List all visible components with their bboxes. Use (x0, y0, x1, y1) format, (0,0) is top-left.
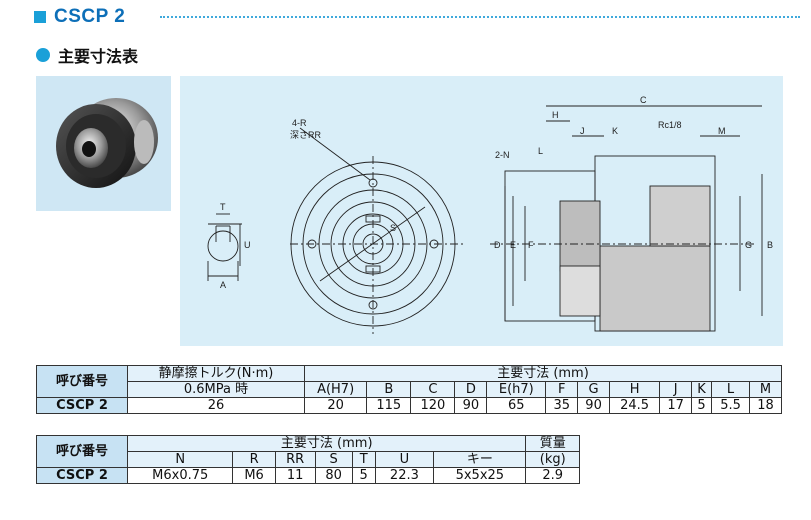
t2-cell: 80 (314, 467, 353, 484)
label-b: B (767, 240, 773, 250)
t1-dims-header: 主要寸法 (mm) (303, 365, 783, 382)
t2-cell: 11 (274, 467, 316, 484)
label-m: M (718, 126, 726, 136)
t1-col-header: K (691, 381, 713, 398)
spec-table-1: 呼び番号 静摩擦トルク(N·m) 主要寸法 (mm) 0.6MPa 時 A(H7… (36, 365, 783, 414)
t1-name-header: 呼び番号 (36, 365, 128, 398)
header-divider (160, 16, 800, 18)
t2-cell: 22.3 (374, 467, 435, 484)
label-h: H (552, 110, 559, 120)
t2-mass-header-2: (kg) (525, 451, 580, 468)
t1-cell: 90 (577, 397, 610, 414)
t1-cell: 24.5 (608, 397, 661, 414)
table-row: CSCP 2 M6x0.75 M6 11 80 5 22.3 5x5x25 2.… (36, 467, 580, 484)
label-a: A (220, 280, 226, 290)
t1-col-header: F (545, 381, 579, 398)
label-rr: 深さRR (290, 130, 321, 140)
t1-cell: 35 (545, 397, 579, 414)
t1-torque-sub: 0.6MPa 時 (127, 381, 305, 398)
t1-cell: 65 (486, 397, 547, 414)
label-c: C (640, 95, 647, 105)
spec-table-2: 呼び番号 主要寸法 (mm) 質量 N R RR S T U キー (kg) C… (36, 435, 580, 484)
t1-col-header: E(h7) (486, 381, 547, 398)
t1-cell: 18 (749, 397, 782, 414)
t1-col-header: A(H7) (303, 381, 368, 398)
label-rc: Rc1/8 (658, 120, 682, 130)
t1-col-header: H (608, 381, 661, 398)
t1-cell: 5 (691, 397, 713, 414)
t2-col-header: RR (274, 451, 316, 468)
dimension-drawing: 4-R 深さRR T U A S 2-N C H J K L Rc1/8 M D… (180, 76, 783, 346)
t1-cell: 115 (366, 397, 412, 414)
label-f: F (528, 240, 534, 250)
t2-cell: M6x0.75 (126, 467, 234, 484)
t1-col-header: B (366, 381, 412, 398)
label-l: L (538, 146, 543, 156)
table-row: CSCP 2 26 20 115 120 90 65 35 90 24.5 17… (36, 397, 782, 414)
t2-cell: M6 (232, 467, 276, 484)
t1-torque-header: 静摩擦トルク(N·m) (127, 365, 305, 382)
label-k: K (612, 126, 618, 136)
t2-mass-header-1: 質量 (525, 435, 580, 452)
t2-col-header: U (374, 451, 435, 468)
t2-col-header: R (232, 451, 276, 468)
t2-cell: 5x5x25 (433, 467, 527, 484)
t1-col-header: D (454, 381, 488, 398)
t1-col-header: G (577, 381, 610, 398)
t2-col-header: S (314, 451, 353, 468)
section-heading: 主要寸法表 (36, 43, 138, 67)
section-title: 主要寸法表 (58, 47, 139, 66)
t2-name-header: 呼び番号 (36, 435, 128, 468)
t2-row-name: CSCP 2 (36, 467, 128, 484)
t1-col-header: C (410, 381, 456, 398)
t1-col-header: J (659, 381, 693, 398)
t2-mass-value: 2.9 (525, 467, 580, 484)
label-g: G (745, 240, 752, 250)
t1-cell: 120 (410, 397, 456, 414)
label-t: T (220, 202, 226, 212)
label-d: D (494, 240, 501, 250)
t1-col-header: M (749, 381, 782, 398)
t1-cell: 20 (303, 397, 368, 414)
t2-col-header: T (351, 451, 376, 468)
t1-row-name: CSCP 2 (36, 397, 128, 414)
header-square-icon (34, 11, 46, 23)
label-j: J (580, 126, 585, 136)
t2-cell: 5 (351, 467, 376, 484)
label-4r: 4-R (292, 118, 307, 128)
page-title: CSCP 2 (54, 6, 126, 27)
page-header: CSCP 2 (34, 6, 125, 28)
product-photo (36, 76, 171, 211)
label-u: U (244, 240, 251, 250)
t2-dims-header: 主要寸法 (mm) (126, 435, 527, 452)
t1-cell: 5.5 (711, 397, 751, 414)
t2-col-header: N (126, 451, 234, 468)
label-2n: 2-N (495, 150, 510, 160)
t2-col-header: キー (433, 451, 527, 468)
t1-col-header: L (711, 381, 751, 398)
label-s: S (390, 223, 396, 233)
bullet-icon (36, 48, 50, 62)
t1-cell: 90 (454, 397, 488, 414)
label-e: E (510, 240, 516, 250)
t1-cell: 17 (659, 397, 693, 414)
t1-torque-value: 26 (127, 397, 305, 414)
